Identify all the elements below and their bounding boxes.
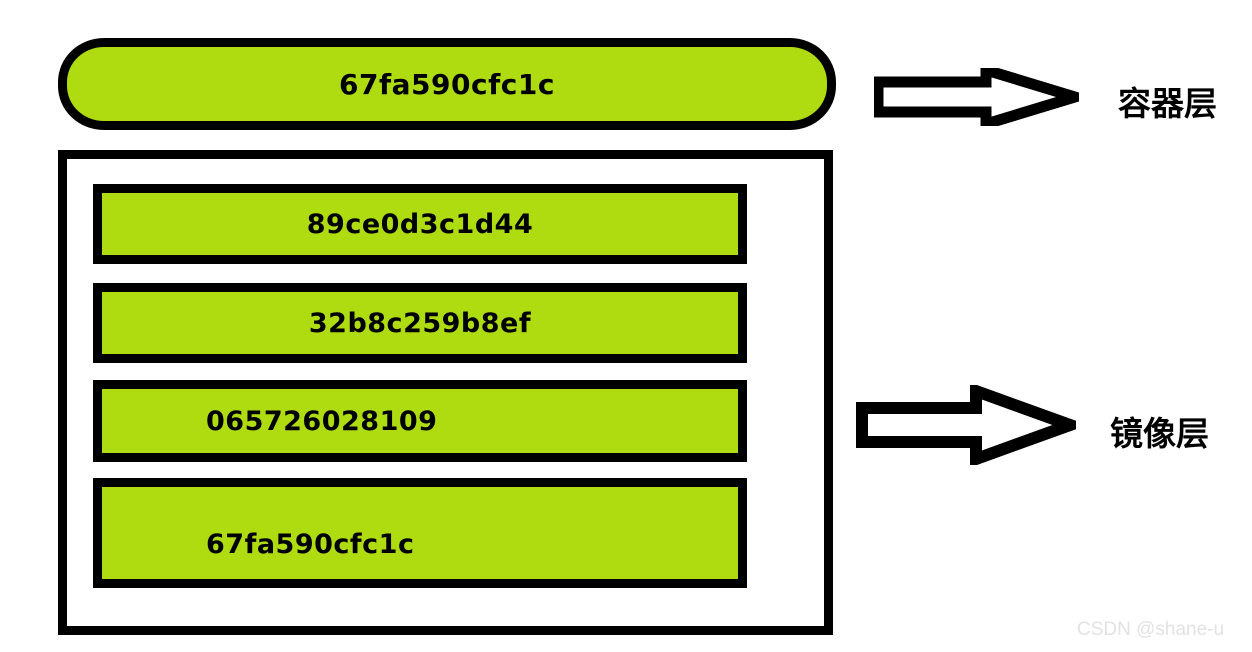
block-arrow-right-icon-image	[856, 382, 1088, 468]
image-layer-id: 32b8c259b8ef	[308, 307, 532, 339]
image-layer-box: 67fa590cfc1c	[93, 478, 747, 588]
image-layer-box: 065726028109	[93, 380, 747, 462]
image-layer-box: 32b8c259b8ef	[93, 283, 747, 363]
image-layer-id: 67fa590cfc1c	[206, 528, 415, 560]
image-layer-caption: 镜像层	[1110, 414, 1209, 453]
image-layer-id: 89ce0d3c1d44	[306, 208, 534, 240]
container-layer-id: 67fa590cfc1c	[339, 67, 555, 101]
image-layer-id: 065726028109	[206, 405, 438, 437]
watermark-text: CSDN @shane-u	[1077, 619, 1225, 640]
image-layer-box: 89ce0d3c1d44	[93, 184, 747, 264]
container-layer-caption: 容器层	[1118, 84, 1217, 123]
container-layer-box: 67fa590cfc1c	[58, 38, 836, 130]
block-arrow-right-icon-container	[872, 62, 1094, 132]
